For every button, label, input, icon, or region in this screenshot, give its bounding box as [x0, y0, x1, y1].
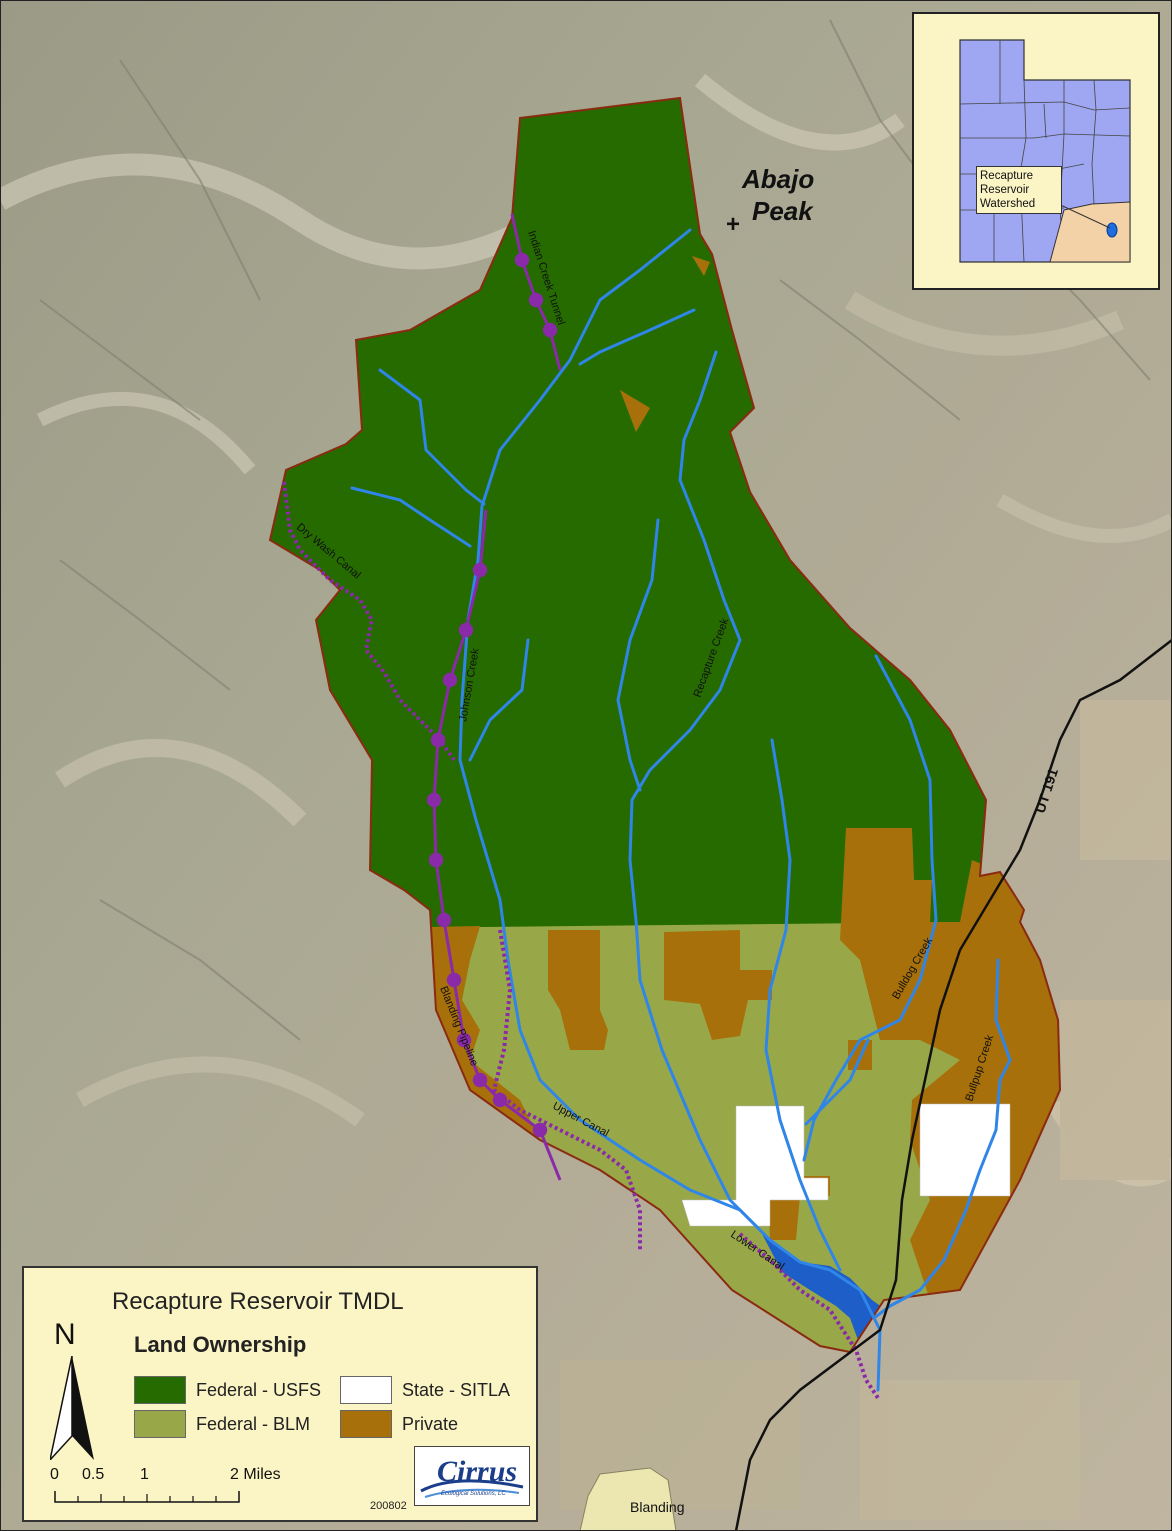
legend-label-private: Private	[402, 1414, 459, 1434]
map-id: 200802	[370, 1500, 407, 1512]
legend-title: Recapture Reservoir TMDL	[112, 1288, 404, 1315]
san-juan-county	[1049, 201, 1131, 263]
scale-tick-0: 0	[50, 1466, 59, 1483]
logo-swoosh-icon	[420, 1479, 524, 1498]
swatch-usfs	[134, 1376, 186, 1404]
callout-leader	[1053, 201, 1111, 229]
label-town: Blanding	[630, 1499, 685, 1515]
inset-map: Recapture Reservoir Watershed	[912, 12, 1160, 290]
cirrus-logo: Cirrus Ecological Solutions, LC	[414, 1446, 530, 1506]
peak-label: Abajo Peak	[741, 164, 821, 226]
scale-bar	[54, 1491, 240, 1503]
state-land	[681, 1103, 1011, 1227]
terrain-texture	[0, 73, 1172, 1520]
scale-tick-2: 1	[140, 1466, 149, 1483]
scale-tick-1: 0.5	[82, 1466, 105, 1483]
swatch-blm	[134, 1410, 186, 1438]
inset-callout-label: Recapture Reservoir Watershed	[976, 166, 1062, 214]
north-arrow-icon	[50, 1356, 94, 1460]
north-arrow-label: N	[54, 1318, 76, 1351]
town-area	[579, 1467, 677, 1531]
watershed-boundary	[268, 96, 1062, 1354]
watershed-location	[1106, 222, 1118, 238]
legend-subtitle: Land Ownership	[134, 1332, 307, 1357]
legend-panel: Recapture Reservoir TMDL Land Ownership …	[22, 1266, 538, 1522]
canals	[282, 213, 880, 1400]
scale-tick-3: 2 Miles	[230, 1466, 281, 1483]
swatch-private	[340, 1410, 392, 1438]
highway-ut191	[734, 639, 1172, 1531]
swatch-state	[340, 1376, 392, 1404]
utah-locator-map-icon	[959, 39, 1131, 263]
streams	[350, 228, 1012, 1392]
logo-text: Cirrus	[437, 1455, 518, 1488]
legend-label-blm: Federal - BLM	[196, 1414, 311, 1434]
reservoir	[760, 1230, 886, 1352]
legend-label-state: State - SITLA	[402, 1380, 511, 1400]
legend-label-usfs: Federal - USFS	[196, 1380, 322, 1400]
logo-subtext: Ecological Solutions, LC	[441, 1491, 506, 1497]
peak-symbol: +	[726, 211, 740, 238]
